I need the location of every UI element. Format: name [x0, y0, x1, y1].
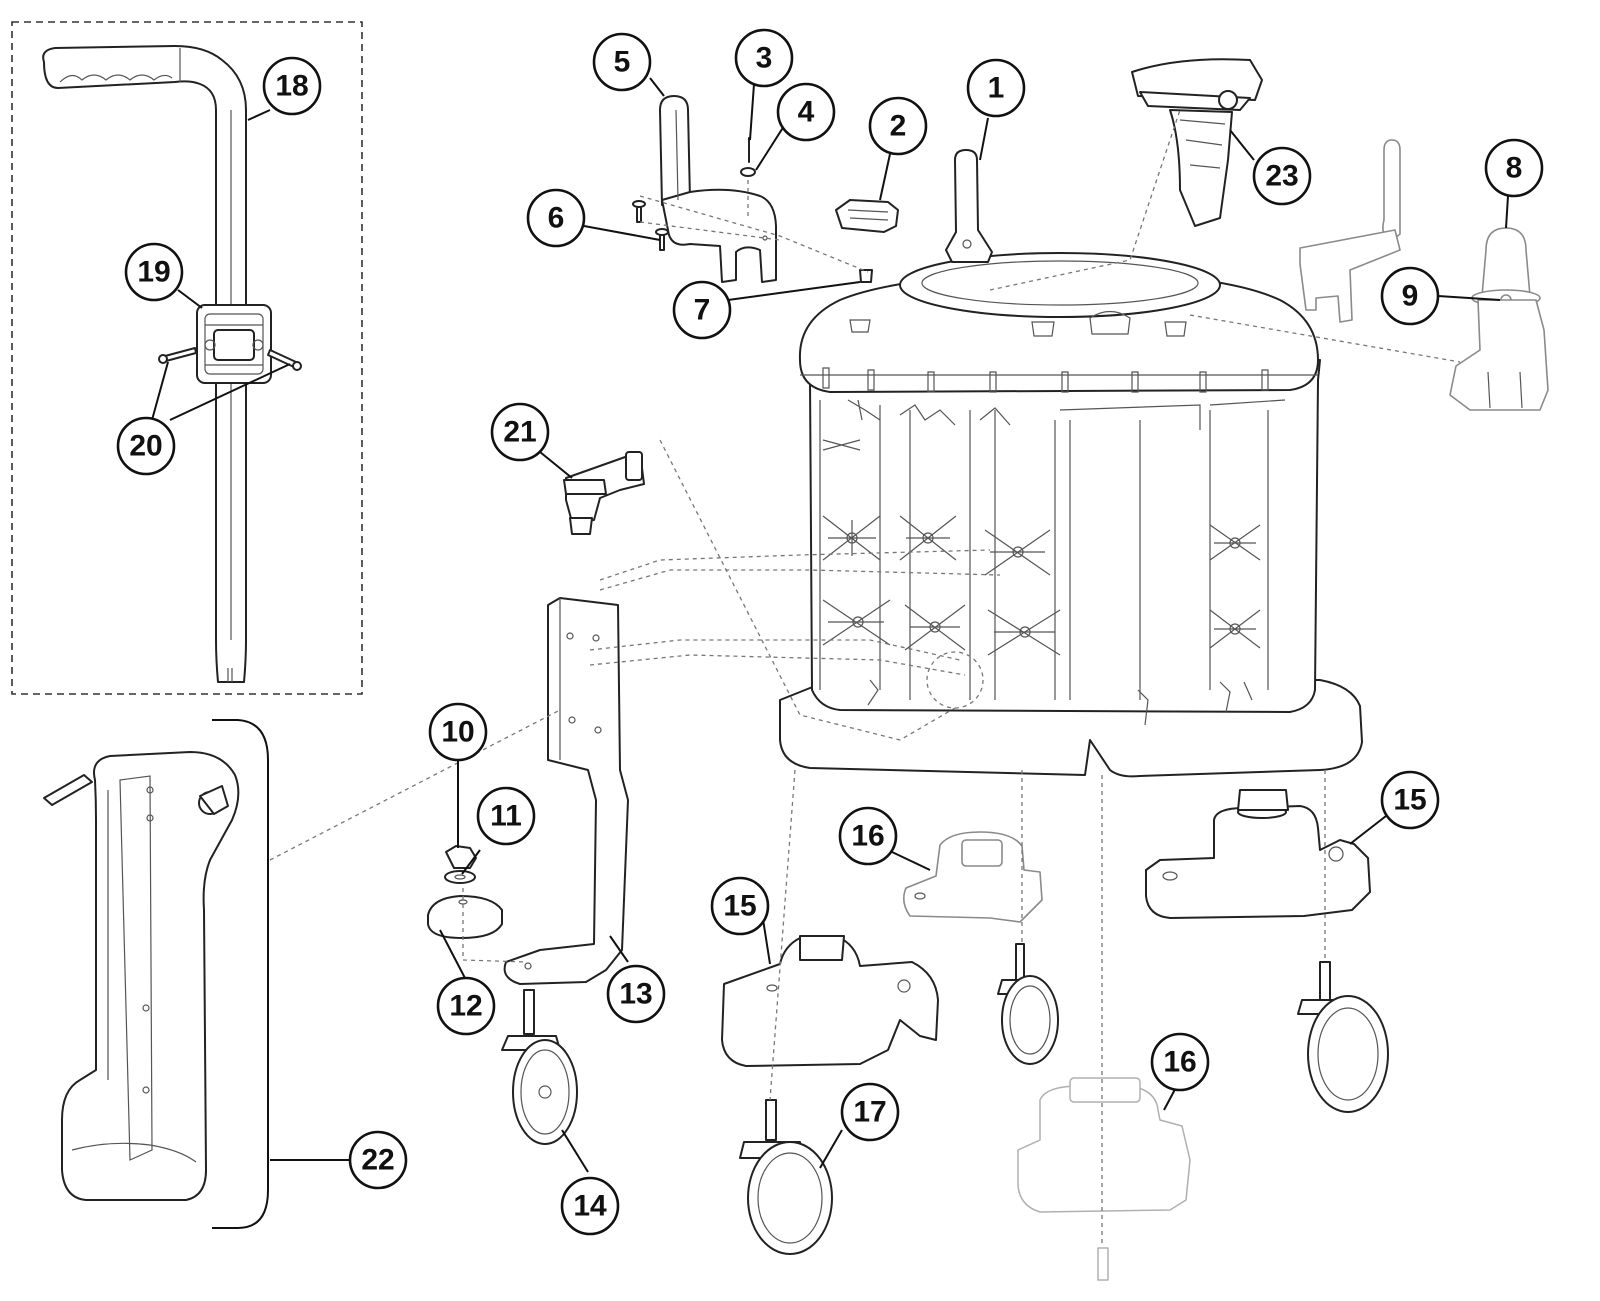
callout-12: 12 — [436, 976, 496, 1036]
callout-5: 5 — [592, 32, 652, 92]
callout-23: 23 — [1252, 146, 1312, 206]
callout-label-20: 20 — [129, 430, 162, 463]
callout-label-15-left: 15 — [723, 890, 756, 923]
caster-16a-part — [997, 943, 1059, 1065]
handle-clamp-part — [196, 304, 272, 384]
leg-mount-16-upper-part — [902, 831, 1043, 923]
callout-16-lower: 16 — [1150, 1032, 1210, 1092]
callout-19: 19 — [124, 242, 184, 302]
clip-2-part — [835, 199, 899, 233]
callout-17: 17 — [840, 1082, 900, 1142]
callout-label-2: 2 — [890, 110, 907, 143]
callout-15-left: 15 — [710, 876, 770, 936]
callout-label-23: 23 — [1265, 160, 1298, 193]
leg-mount-15-left-part — [721, 935, 939, 1067]
callout-3: 3 — [734, 28, 794, 88]
callout-11: 11 — [476, 786, 536, 846]
caster-15b-part — [1297, 961, 1389, 1113]
assembly-lines — [269, 109, 1461, 1245]
callout-13: 13 — [606, 964, 666, 1024]
wall-bracket-part — [43, 751, 240, 1201]
callout-8: 8 — [1484, 138, 1544, 198]
washer-11-part — [444, 870, 476, 884]
caster-14-part — [501, 989, 578, 1145]
callout-label-4: 4 — [798, 96, 815, 129]
clamp-screws-part — [158, 347, 302, 371]
callout-22: 22 — [348, 1130, 408, 1190]
leg-mount-16-lower-part — [1017, 1077, 1191, 1213]
post-1-part — [945, 149, 993, 263]
callout-2: 2 — [868, 96, 928, 156]
callout-label-10: 10 — [441, 716, 474, 749]
caster-17-part — [739, 1099, 833, 1255]
right-upright-part — [1299, 139, 1401, 323]
bracket-bracket-line — [212, 719, 269, 1229]
callout-label-11: 11 — [490, 800, 522, 833]
callout-1: 1 — [966, 58, 1026, 118]
callout-6: 6 — [526, 188, 586, 248]
spacer-12-part — [427, 895, 503, 939]
callout-label-7: 7 — [694, 294, 711, 327]
leader-lines — [151, 77, 1509, 1173]
callout-4: 4 — [776, 82, 836, 142]
callout-label-19: 19 — [137, 256, 170, 289]
callout-label-16-lower: 16 — [1163, 1046, 1196, 1079]
callout-20: 20 — [116, 416, 176, 476]
callout-15-right: 15 — [1380, 770, 1440, 830]
callout-21: 21 — [490, 402, 550, 462]
bag-frame-23-part — [1131, 58, 1263, 227]
callout-label-15-right: 15 — [1393, 784, 1426, 817]
callout-label-3: 3 — [756, 42, 773, 75]
cone-holder-8-part — [1449, 227, 1549, 411]
callout-label-9: 9 — [1402, 280, 1419, 313]
leg-mount-15-right-part — [1145, 789, 1371, 919]
callout-label-16-upper: 16 — [851, 820, 884, 853]
callout-label-12: 12 — [449, 990, 482, 1023]
left-upright-part — [659, 95, 777, 283]
callout-label-18: 18 — [275, 70, 308, 103]
main-tub-part — [779, 252, 1363, 778]
mount-plate-13-part — [503, 597, 629, 985]
callout-7: 7 — [672, 280, 732, 340]
callout-9: 9 — [1380, 266, 1440, 326]
callout-label-5: 5 — [614, 46, 631, 79]
handle-assembly-dashed-box — [11, 21, 363, 695]
callout-label-22: 22 — [361, 1144, 394, 1177]
callout-18: 18 — [262, 56, 322, 116]
callout-16-upper: 16 — [838, 806, 898, 866]
callout-label-1: 1 — [988, 72, 1005, 105]
washer-4-part — [740, 167, 756, 177]
callout-10: 10 — [428, 702, 488, 762]
callout-label-21: 21 — [503, 416, 536, 449]
insert-7-part — [859, 269, 873, 283]
callout-label-14: 14 — [573, 1190, 607, 1223]
callout-label-8: 8 — [1506, 152, 1523, 185]
faucet-21-part — [563, 451, 645, 535]
callout-label-6: 6 — [548, 202, 565, 235]
callout-label-17: 17 — [853, 1096, 886, 1129]
callout-label-13: 13 — [619, 978, 652, 1011]
callout-14: 14 — [560, 1176, 620, 1236]
nut-10-part — [445, 845, 477, 869]
caster-stem-16b-part — [1097, 1247, 1109, 1281]
